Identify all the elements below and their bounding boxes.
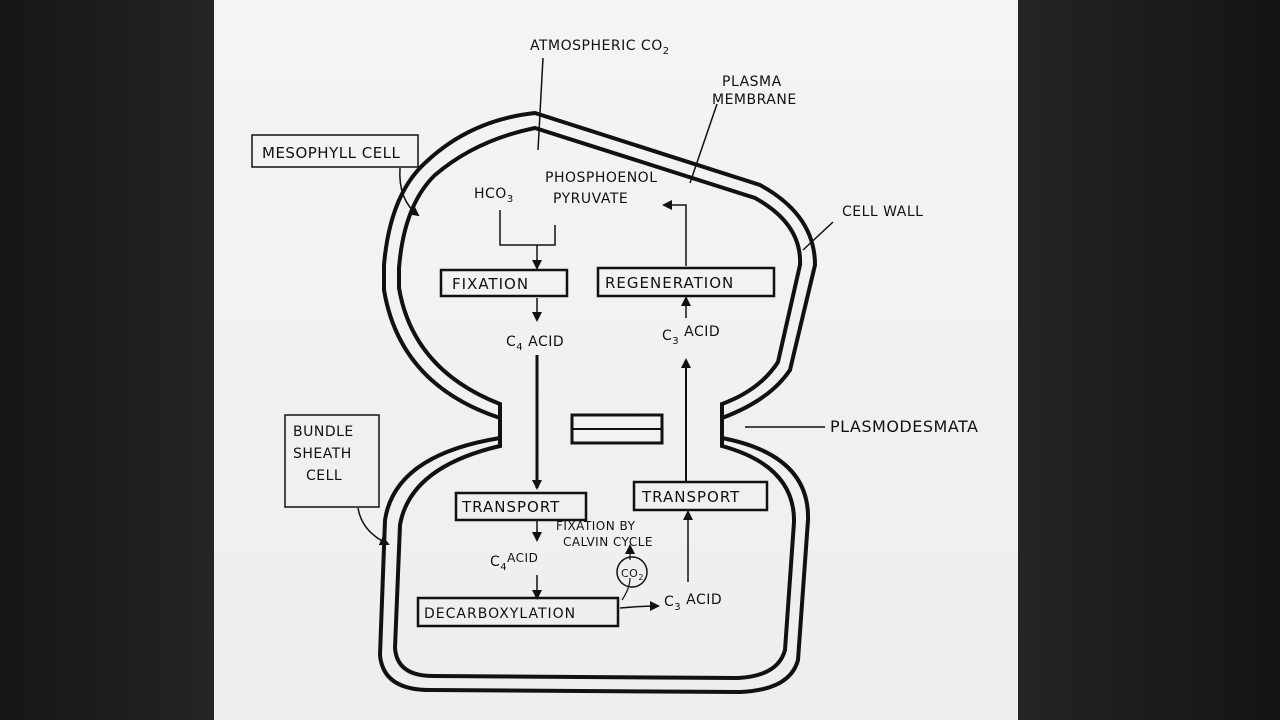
fixation-box[interactable] [439, 268, 569, 298]
dark-background-right [1018, 0, 1280, 720]
c4-acid-bottom-label: C4ACID [490, 551, 538, 573]
plasmodesmata-label: PLASMODESMATA [830, 417, 979, 436]
mesophyll-pointer [399, 167, 420, 217]
decarboxylation-label: DECARBOXYLATION [424, 606, 576, 622]
transport-left-box[interactable] [454, 491, 588, 522]
cell-wall-outline [377, 110, 818, 695]
transport-left-label: TRANSPORT [461, 498, 560, 516]
cell-wall-label: CELL WALL [842, 204, 923, 220]
transport-right-label: TRANSPORT [641, 488, 740, 506]
c3-acid-top-label: C3 ACID [662, 324, 720, 347]
paper-sheet [214, 0, 1018, 720]
bundle-sheath-label-line1: BUNDLE [293, 424, 354, 440]
co2-circle-label: CO2 [621, 567, 644, 582]
atmospheric-leader [537, 57, 544, 151]
hco3-label: HCO3 [474, 186, 514, 205]
regeneration-label: REGENERATION [605, 274, 734, 292]
plasma-membrane-label-line2: MEMBRANE [712, 92, 797, 108]
bundle-sheath-label-line2: SHEATH [293, 446, 352, 462]
pep-label-line1: PHOSPHOENOL [545, 170, 658, 186]
c4-acid-top-label: C4 ACID [506, 334, 564, 353]
cell-wall-leader [802, 221, 834, 251]
mesophyll-cell-box [251, 134, 419, 168]
mesophyll-cell-label: MESOPHYLL CELL [262, 144, 401, 162]
calvin-label-line2: CALVIN CYCLE [563, 535, 653, 549]
plasma-membrane-label-line1: PLASMA [722, 74, 782, 90]
co2-release-arrow [621, 577, 631, 601]
co2-circle [616, 556, 648, 588]
c3-acid-bottom-label: C3 ACID [664, 592, 722, 613]
calvin-label-line1: FIXATION BY [556, 519, 636, 533]
bundle-sheath-pointer [357, 507, 390, 546]
regeneration-box[interactable] [596, 266, 776, 298]
decarboxylation-box[interactable] [416, 596, 620, 628]
bundle-sheath-label-line3: CELL [306, 468, 342, 484]
atmospheric-co2-label: ATMOSPHERIC CO2 [530, 38, 670, 57]
transport-right-box[interactable] [632, 480, 769, 512]
plasma-membrane-leader [689, 103, 718, 184]
regeneration-to-pep-arrow [662, 200, 687, 266]
decarboxylation-to-c3-arrow [619, 601, 660, 612]
pep-label-line2: PYRUVATE [553, 191, 628, 207]
fixation-label: FIXATION [452, 275, 529, 293]
bundle-sheath-box [284, 414, 380, 508]
dark-background-left [0, 0, 214, 720]
plasma-membrane-outline [392, 125, 803, 681]
hco3-pep-merge [499, 210, 556, 246]
